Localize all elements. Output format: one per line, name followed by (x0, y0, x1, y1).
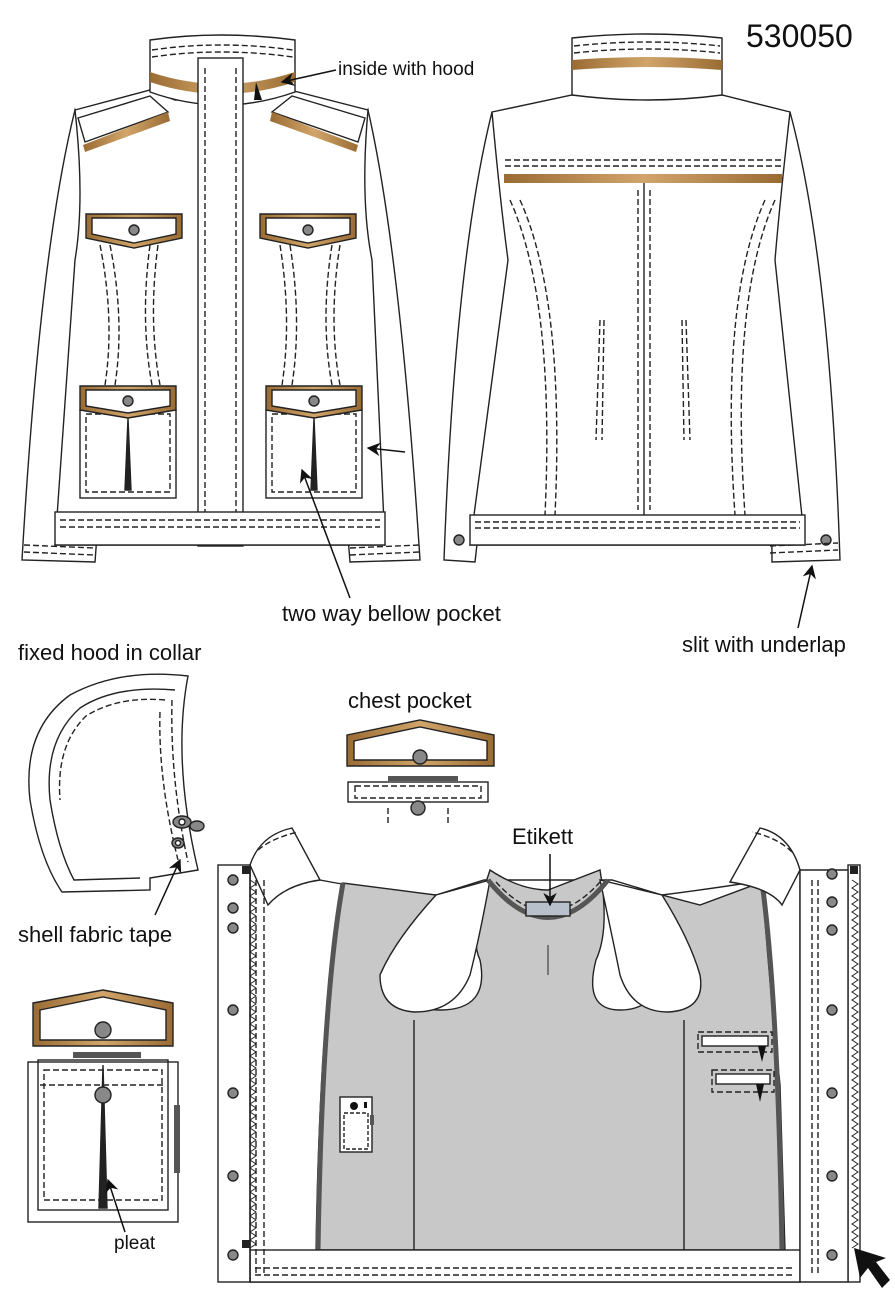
shell-fabric-tape-label: shell fabric tape (18, 922, 173, 947)
inside-with-hood-label: inside with hood (338, 59, 475, 80)
shell-fabric-tape-arrow (154, 858, 182, 916)
slit-with-underlap-label: slit with underlap (682, 632, 846, 657)
chest-pocket-detail (346, 719, 495, 826)
pleat-arrow (105, 1178, 126, 1233)
front-right-yoke-trim (270, 112, 358, 152)
inside-view (217, 827, 861, 1283)
inside-lining (315, 868, 786, 1251)
etikett-label-text: Etikett (512, 824, 574, 849)
bellow-pocket-detail (27, 989, 180, 1223)
front-left-yoke-trim (83, 112, 170, 152)
front-callouts (254, 69, 406, 599)
inside-neckline (486, 878, 610, 920)
hood-detail (28, 673, 205, 893)
chest-pocket-label: chest pocket (348, 688, 472, 713)
corner-arrow-icon (854, 1248, 890, 1288)
front-collar-trim (150, 72, 295, 94)
style-number: 530050 (746, 18, 853, 54)
hood-outline (28, 673, 199, 893)
back-hem-band (469, 514, 806, 546)
two-way-bellow-pocket-label: two way bellow pocket (282, 601, 501, 626)
back-left-sleeve (443, 111, 511, 563)
phone-pocket-icon (339, 1096, 374, 1153)
back-yoke-trim (504, 174, 782, 183)
pleat-label: pleat (114, 1233, 156, 1254)
back-collar-trim (572, 57, 722, 70)
front-view (21, 34, 421, 563)
front-hem-band (54, 511, 386, 546)
inside-hem-band (249, 1249, 801, 1283)
hood-toggle-icon (171, 815, 205, 849)
back-callouts (797, 564, 816, 629)
fixed-hood-in-collar-label: fixed hood in collar (18, 640, 202, 665)
etikett-label (525, 901, 571, 917)
back-view (443, 33, 841, 563)
